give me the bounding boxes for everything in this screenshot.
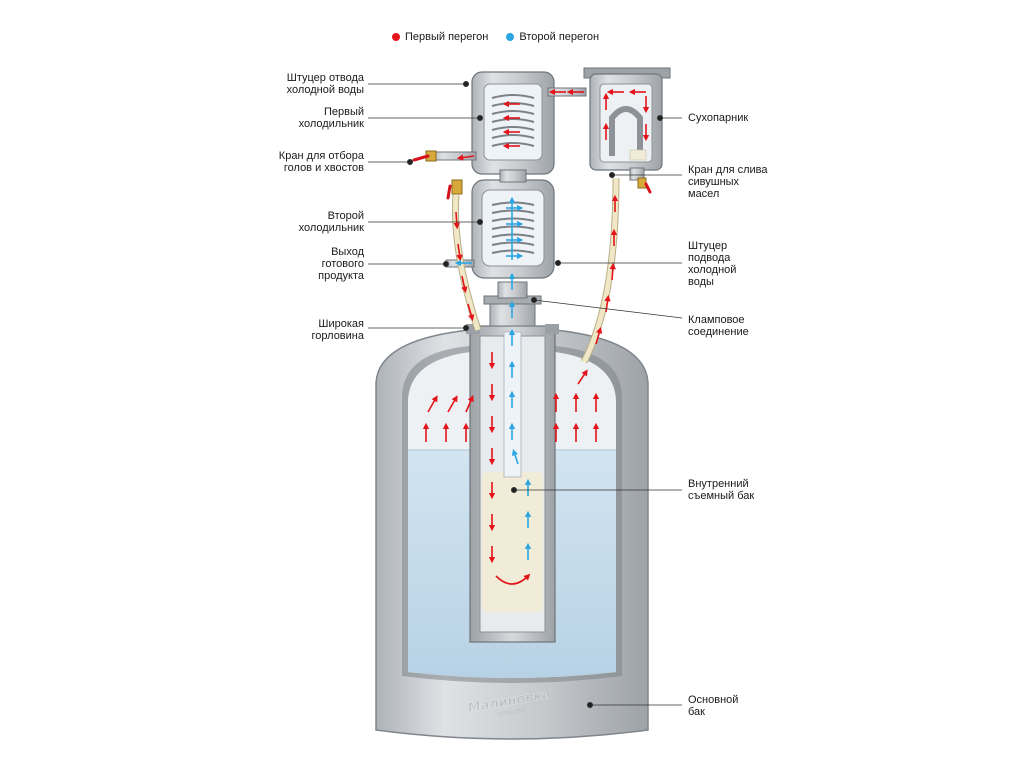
second-cooler	[471, 179, 555, 279]
heads-tails-valve	[412, 150, 477, 162]
second-run-flow-arrows	[454, 196, 532, 560]
legend-first-run-dot	[392, 33, 400, 41]
legend-first-run-label: Первый перегон	[405, 31, 489, 43]
label-dry-steamer: Сухопарник	[688, 112, 749, 124]
leader-lines	[368, 81, 683, 709]
first-cooler	[471, 71, 587, 183]
second-cooler-coil	[491, 201, 535, 254]
first-cooler-coil	[491, 94, 535, 147]
dry-steamer	[583, 67, 671, 181]
legend-second-run: Второй перегон	[506, 31, 599, 43]
inner-removable-tank	[466, 324, 559, 643]
heads-tails-lower-valve	[446, 179, 463, 200]
legend-second-run-dot	[506, 33, 515, 41]
first-run-flow-arrows	[422, 88, 650, 585]
legend-second-run-label: Второй перегон	[519, 31, 600, 43]
svg-text:DISTILLERS: DISTILLERS	[497, 707, 526, 718]
legend: Первый перегон Второй перегон	[392, 31, 599, 43]
fusel-drain-valve	[637, 177, 652, 194]
legend-first-run: Первый перегон	[392, 31, 488, 43]
hose-right	[580, 177, 620, 364]
